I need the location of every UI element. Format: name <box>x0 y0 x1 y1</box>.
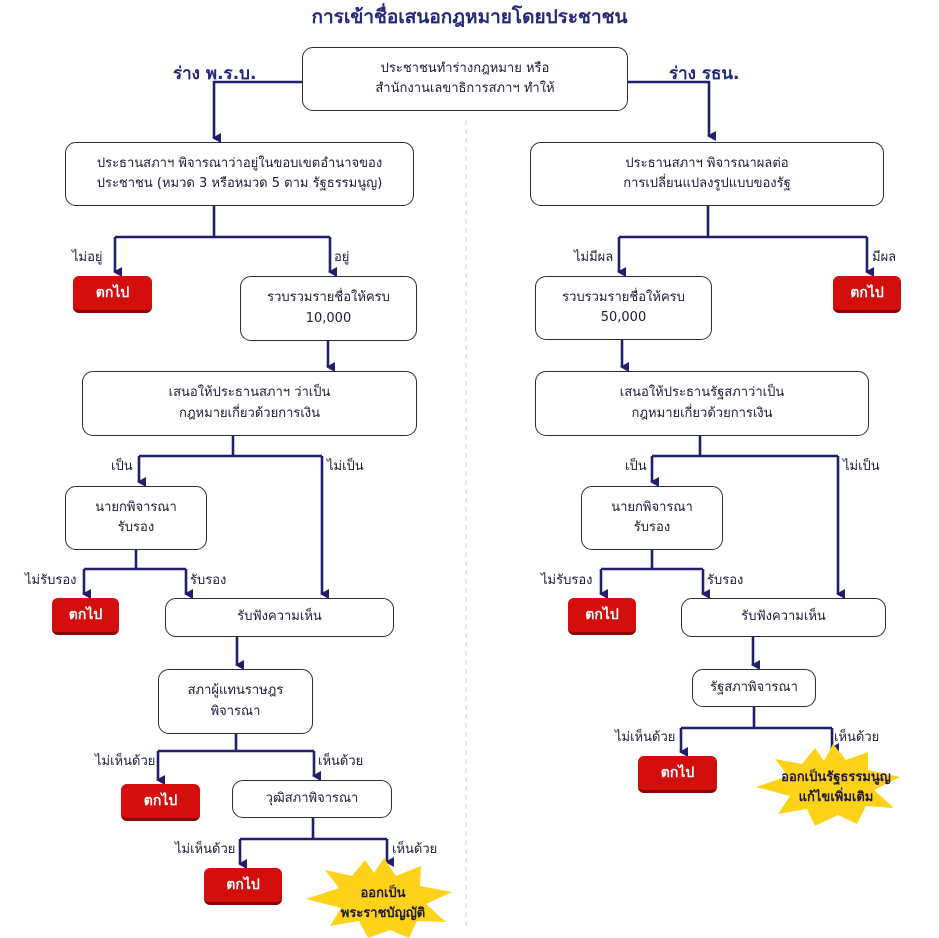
right-reject-3: ตกไป <box>638 756 717 793</box>
left-reject-1: ตกไป <box>73 276 152 313</box>
right-agree-label: เห็นด้วย <box>834 730 880 745</box>
right-notcertify-label: ไม่รับรอง <box>541 573 593 588</box>
left-reject-3: ตกไป <box>121 784 200 821</box>
left-reject-4: ตกไป <box>204 868 282 905</box>
left-house-box: สภาผู้แทนราษฎร พิจารณา <box>158 669 313 734</box>
left-disagree-2-label: ไม่เห็นด้วย <box>175 842 236 857</box>
right-is-label: เป็น <box>625 459 647 474</box>
diagram-title: การเข้าชื่อเสนอกฎหมายโดยประชาชน <box>311 6 628 28</box>
left-in-label: อยู่ <box>334 250 350 265</box>
left-agree-1-label: เห็นด้วย <box>318 754 364 769</box>
connector-l-senate-split <box>240 818 387 841</box>
left-certify-label: รับรอง <box>190 573 227 588</box>
connector-r-money-split <box>652 436 838 458</box>
connector-top-right <box>628 80 716 141</box>
right-pm-box: นายกพิจารณา รับรอง <box>581 486 723 550</box>
right-reject-2: ตกไป <box>568 598 636 635</box>
left-collect-box: รวบรวมรายชื่อให้ครบ 10,000 <box>240 276 417 341</box>
left-money-box: เสนอให้ประธานสภาฯ ว่าเป็น กฎหมายเกี่ยวด้… <box>82 371 417 436</box>
left-senate-box: วุฒิสภาพิจารณา <box>232 780 392 818</box>
left-pm-box: นายกพิจารณา รับรอง <box>65 486 207 550</box>
left-heading: ร่าง พ.ร.บ. <box>173 64 257 84</box>
left-notcertify-label: ไม่รับรอง <box>25 573 77 588</box>
left-agree-2-label: เห็นด้วย <box>392 842 438 857</box>
left-result-text: ออกเป็น พระราชบัญญัติ <box>340 886 426 921</box>
right-check-box: ประธานสภาฯ พิจารณาผลต่อ การเปลี่ยนแปลงรู… <box>530 142 884 206</box>
right-collect-box: รวบรวมรายชื่อให้ครบ 50,000 <box>535 276 712 340</box>
connector-r-check-split <box>619 206 867 239</box>
right-money-box: เสนอให้ประธานรัฐสภาว่าเป็น กฎหมายเกี่ยวด… <box>535 371 869 436</box>
left-check-box: ประธานสภาฯ พิจารณาว่าอยู่ในขอบเขตอำนาจขอ… <box>65 142 414 206</box>
connector-top-left <box>212 80 302 143</box>
right-parliament-box: รัฐสภาพิจารณา <box>692 669 816 707</box>
result-burst-left <box>306 858 452 938</box>
right-reject-1: ตกไป <box>833 276 901 313</box>
left-notin-label: ไม่อยู่ <box>72 250 103 265</box>
result-burst-right <box>756 744 900 826</box>
right-result-text: ออกเป็นรัฐธรรมนูญ แก้ไขเพิ่มเติม <box>781 770 891 805</box>
left-is-label: เป็น <box>111 459 133 474</box>
left-hearing-box: รับฟังความเห็น <box>165 598 394 637</box>
connector-r-parl-split <box>681 707 832 730</box>
connector-r-pm-split <box>601 550 703 571</box>
left-not-label: ไม่เป็น <box>327 459 364 474</box>
right-not-label: ไม่เป็น <box>843 459 880 474</box>
right-noeffect-label: ไม่มีผล <box>574 250 614 265</box>
origin-box: ประชาชนทำร่างกฎหมาย หรือ สำนักงานเลขาธิก… <box>302 47 628 111</box>
left-disagree-1-label: ไม่เห็นด้วย <box>95 754 156 769</box>
connector-l-house-split <box>158 734 314 753</box>
left-reject-2: ตกไป <box>52 598 119 635</box>
right-certify-label: รับรอง <box>707 573 744 588</box>
connector-l-check-split <box>115 206 330 239</box>
right-heading: ร่าง รธน. <box>669 64 740 84</box>
right-effect-label: มีผล <box>872 250 897 265</box>
connector-l-pm-split <box>84 550 186 571</box>
right-hearing-box: รับฟังความเห็น <box>681 598 886 637</box>
right-disagree-label: ไม่เห็นด้วย <box>615 730 676 745</box>
connector-l-money-split <box>139 436 322 458</box>
